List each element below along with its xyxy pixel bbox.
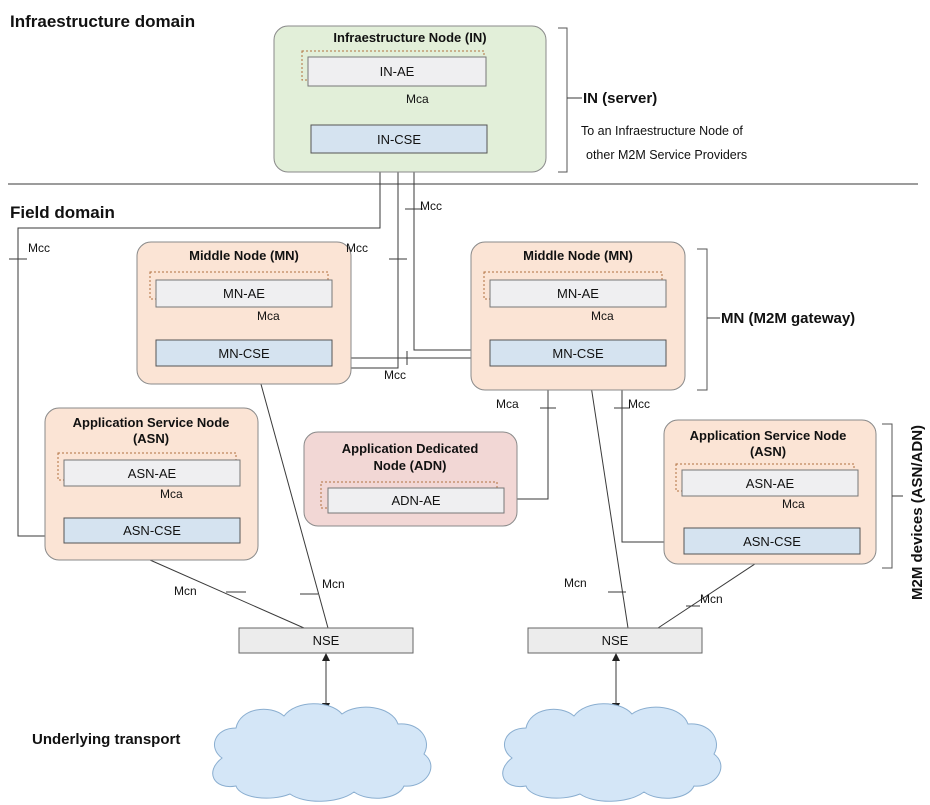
interface-labels: Mca Mcc Mcc Mcc Mca Mca Mcc Mca Mcc Mca … (28, 92, 805, 606)
asn-left-ae-box (63, 459, 241, 487)
field-domain-header: Field domain (10, 203, 115, 222)
mn-left-ae-label: MN-AE (223, 286, 265, 301)
mcn-label-asn-left: Mcn (174, 584, 197, 598)
adn-ae-label: ADN-AE (391, 493, 440, 508)
mca-label-mn-left: Mca (257, 309, 280, 323)
nse-right: NSE (527, 627, 703, 654)
mn-right-box (470, 241, 686, 391)
adn-title-line1: Application Dedicated (342, 441, 479, 456)
middle-node-left: Middle Node (MN) MN-AE MN-CSE (136, 241, 352, 385)
asn-right-cse-label: ASN-CSE (743, 534, 801, 549)
mcc-label-in-top: Mcc (420, 199, 442, 213)
mn-right-to-asn-right-mcc (621, 366, 684, 543)
nse-right-arrow-up (612, 653, 620, 661)
mcc-label-in-mn-left: Mcc (346, 241, 368, 255)
mn-right-title: Middle Node (MN) (523, 248, 633, 263)
asn-right-to-nse-right-mcn (657, 553, 771, 629)
mn-gateway-label: MN (M2M gateway) (721, 310, 855, 327)
nse-right-box (527, 627, 703, 654)
asn-right-cse-box (683, 527, 861, 555)
asn-right-title-line2: (ASN) (750, 444, 786, 459)
mca-label-asn-right: Mca (782, 497, 805, 511)
cloud-right (502, 703, 722, 802)
mn-right-cse-label: MN-CSE (552, 346, 604, 361)
in-cse-box (310, 124, 488, 154)
mn-left-ae-box (155, 279, 333, 308)
asn-left-to-nse-left-mcn (149, 559, 305, 629)
asn-left-cse-box (63, 517, 241, 544)
mn-right-ae-label: MN-AE (557, 286, 599, 301)
in-to-mn-right-mcc (413, 153, 490, 351)
other-sp-label-line1: To an Infraestructure Node of (581, 124, 743, 138)
mn-left-cse-box (155, 339, 333, 367)
in-server-label: IN (server) (583, 90, 657, 107)
underlying-transport-label: Underlying transport (32, 731, 180, 748)
nse-left-box (238, 627, 414, 654)
mn-right-to-nse-right-mcn (587, 365, 629, 629)
asn-right-title-line1: Application Service Node (690, 428, 847, 443)
nse-left-label: NSE (313, 633, 340, 648)
adn-node: Application Dedicated Node (ADN) ADN-AE (303, 431, 518, 527)
asn-node-left: Application Service Node (ASN) ASN-AE AS… (44, 407, 259, 561)
mn-left-cse-label: MN-CSE (218, 346, 270, 361)
mcc-label-in-asn-left: Mcc (28, 241, 50, 255)
mcn-label-mn-left: Mcn (322, 577, 345, 591)
mn-bracket (697, 248, 708, 391)
cloud-left (212, 703, 432, 802)
nse-left-arrow-up (322, 653, 330, 661)
mn-right-ae-box (489, 279, 667, 308)
infrastructure-node: Infraestructure Node (IN) IN-AE IN-CSE (273, 25, 547, 173)
mca-label-mn-right: Mca (591, 309, 614, 323)
asn-left-title-line1: Application Service Node (73, 415, 230, 430)
in-ae-label: IN-AE (380, 64, 415, 79)
mn-right-to-adn-mca (504, 366, 549, 500)
in-node-title: Infraestructure Node (IN) (333, 30, 486, 45)
mn-left-title: Middle Node (MN) (189, 248, 299, 263)
other-sp-label-line2: other M2M Service Providers (586, 148, 747, 162)
in-cse-label: IN-CSE (377, 132, 421, 147)
asn-right-ae-box (681, 469, 859, 497)
side-annotations: IN (server) To an Infraestructure Node o… (558, 27, 926, 600)
in-bracket (558, 27, 568, 173)
mca-label-asn-left: Mca (160, 487, 183, 501)
mn-right-cse-box (489, 339, 667, 367)
asn-left-cse-label: ASN-CSE (123, 523, 181, 538)
infrastructure-domain-header: Infraestructure domain (10, 12, 195, 31)
mcc-label-mn-right-asn: Mcc (628, 397, 650, 411)
asn-left-title-line2: (ASN) (133, 431, 169, 446)
mn-left-to-nse-left-mcn (255, 365, 329, 629)
mcn-label-asn-right: Mcn (700, 592, 723, 606)
asn-node-right: Application Service Node (ASN) ASN-AE AS… (663, 419, 877, 565)
middle-node-right: Middle Node (MN) MN-AE MN-CSE (470, 241, 686, 391)
in-to-asn-left-mcc (17, 153, 381, 537)
adn-title-line2: Node (ADN) (374, 458, 447, 473)
mcc-label-mn-mn: Mcc (384, 368, 406, 382)
mca-label-mn-right-adn: Mca (496, 397, 519, 411)
devices-bracket (882, 423, 893, 569)
asn-left-ae-label: ASN-AE (128, 466, 177, 481)
devices-label: M2M devices (ASN/ADN) (909, 425, 926, 600)
nse-right-label: NSE (602, 633, 629, 648)
nse-left: NSE (238, 627, 414, 654)
connection-lines (17, 86, 771, 711)
in-ae-box (307, 56, 487, 87)
mcn-label-mn-right: Mcn (564, 576, 587, 590)
adn-ae-box (327, 487, 505, 514)
asn-right-ae-label: ASN-AE (746, 476, 795, 491)
mca-label-in: Mca (406, 92, 429, 106)
